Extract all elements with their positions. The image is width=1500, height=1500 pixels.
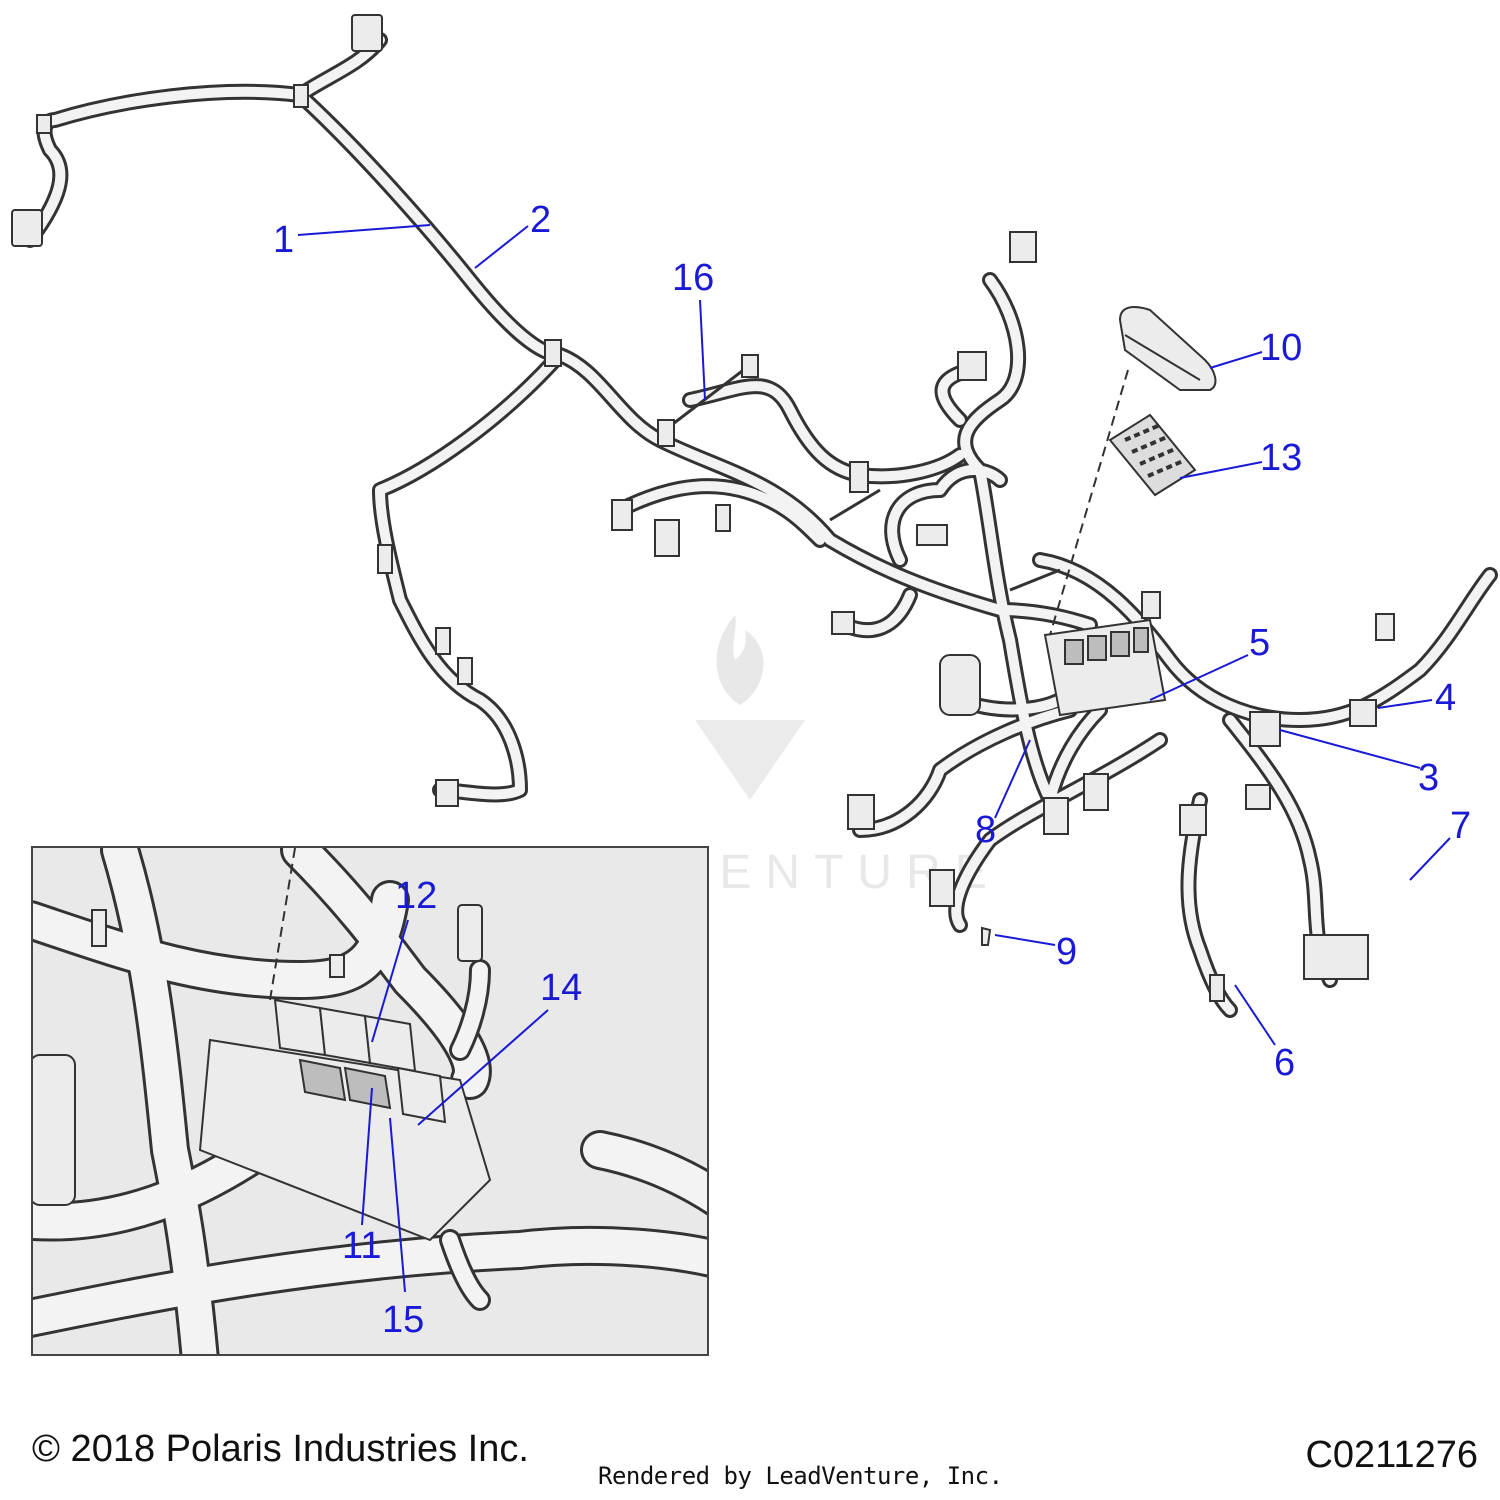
fuse-box [1043,618,1167,717]
callout-5: 5 [1249,622,1270,664]
callout-16: 16 [672,257,714,299]
connector-b [435,627,451,655]
connector-r [1141,591,1161,619]
clip-2 [293,84,309,108]
callout-3: 3 [1418,757,1439,799]
cover-dashed-guide [1049,369,1129,636]
callout-14: 14 [540,967,582,1009]
screw-9 [981,926,992,946]
connector-u [1179,804,1207,836]
connector-c [457,657,473,685]
connector-d [435,779,459,807]
connector-v [1303,934,1369,980]
callout-13: 13 [1260,437,1302,479]
connector-t [1245,784,1271,810]
inset-relays [273,998,447,1124]
callout-8: 8 [975,809,996,851]
connector-j [831,611,855,635]
connector-o [1043,797,1069,835]
clip-4 [657,419,675,447]
connector-l [1009,231,1037,263]
connector-i [916,524,948,546]
connectors [11,14,1395,1002]
callout-6: 6 [1274,1042,1295,1084]
callout-7: 7 [1450,805,1471,847]
connector-top-rear [351,14,383,52]
connector-e [849,461,869,493]
diagram-code: C0211276 [1305,1434,1478,1476]
callout-9: 9 [1056,931,1077,973]
copyright-text: © 2018 Polaris Industries Inc. [32,1428,529,1470]
connector-16-end [741,354,759,378]
connector-3 [1249,711,1281,747]
callout-4: 4 [1435,677,1456,719]
connector-s [1375,613,1395,641]
connector-n [847,794,875,830]
connector-p [1083,773,1109,811]
connector-w [1209,974,1225,1002]
detail-inset: 12 14 11 15 [31,846,709,1356]
clip-1 [36,114,52,134]
callout-1: 1 [273,219,294,261]
connector-m [939,654,981,716]
callout-11: 11 [342,1225,381,1267]
inset-connector [457,904,483,962]
clip-3 [544,339,562,367]
inset-stud [329,954,345,978]
callout-15: 15 [382,1299,424,1341]
connector-f [611,499,633,531]
connector-a [377,544,393,574]
callout-leaders [297,224,1451,1046]
connector-h [715,504,731,532]
callout-10: 10 [1260,327,1302,369]
connector-k [957,351,987,381]
rendered-by-text: Rendered by LeadVenture, Inc. [598,1462,1003,1490]
callout-2: 2 [530,199,551,241]
fuse-box-cover [1118,306,1217,391]
callout-labels: 1 2 3 4 5 6 7 8 9 10 13 16 [273,199,1471,1084]
inset-side-connector [33,1054,76,1206]
connector-q [929,869,955,907]
connector-g [654,519,680,557]
inset-bolt [91,909,107,947]
connector-left-rear [11,209,43,247]
callout-12: 12 [395,875,437,917]
connector-4 [1349,699,1377,727]
fuse-label-sticker [1108,413,1197,497]
